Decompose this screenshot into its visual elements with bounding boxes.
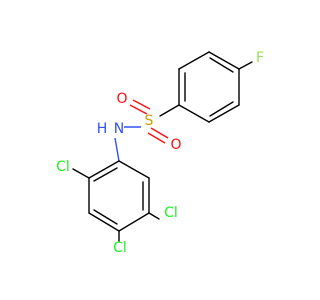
bond-c4-c5 [208,104,240,123]
bond-s-o-top-b [129,104,148,115]
bond-r2-c3-c4 [88,212,120,232]
bond-c5-c6 [178,104,210,123]
bond-inner-c4-c5 [209,101,234,117]
bond-c2-c3 [208,51,240,70]
sulfonyl-group [129,99,169,144]
chlorine-ortho-label: Cl [56,159,70,175]
bond-r2-inner-c1-c2 [93,167,118,182]
chlorine-meta-label: Cl [164,205,178,221]
bond-r2-c4-c5 [118,212,150,232]
chlorine-para-label: Cl [113,240,127,256]
bond-c1-c2 [178,51,210,70]
bond-s-o-top-a [132,99,151,110]
fluorophenyl-ring [178,51,240,123]
sulfur-label: S [145,113,154,129]
bond-r2-c1-c2 [88,160,120,179]
fluorine-label: F [256,50,264,66]
nitrogen-h-label: H [97,121,108,137]
oxygen-top-label: O [116,91,127,107]
oxygen-bottom-label: O [170,137,181,153]
bond-c-cl-meta [148,212,160,220]
bond-c-cl-ortho [72,168,90,179]
bond-s-o-bottom-b [147,132,166,144]
bond-c-s [159,104,180,117]
molecule-diagram: F S O O H N Cl Cl Cl [56,50,264,256]
trichlorophenyl-ring [88,160,150,232]
bond-s-o-bottom-a [150,127,169,139]
nitrogen-label: N [114,121,124,137]
bond-r2-c6-c1 [118,160,150,179]
bond-r2-inner-c3-c4 [93,209,118,225]
bond-n-c [114,137,120,162]
bond-c-f [238,61,253,70]
bond-inner-c2-c3 [209,57,234,73]
